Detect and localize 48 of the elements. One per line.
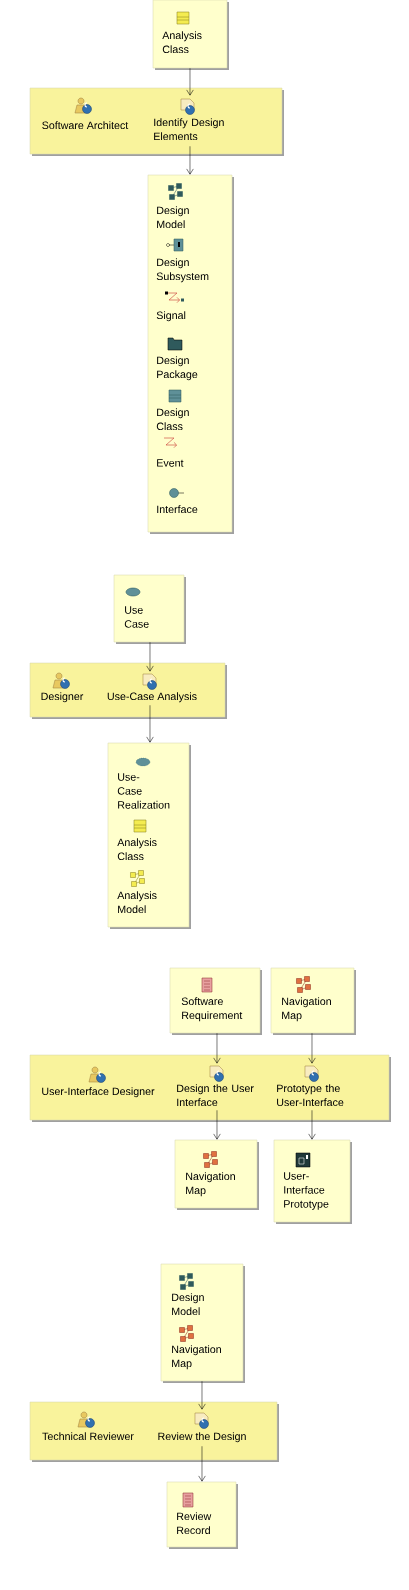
artifact-box	[147, 174, 234, 534]
arrow	[146, 642, 154, 672]
arrow	[146, 705, 154, 743]
artifact-label: Event	[157, 459, 184, 467]
artifact-label: Design Model	[172, 1293, 204, 1316]
role-label: User-Interface Designer	[42, 1087, 155, 1098]
artifact-label: Design Package	[157, 356, 198, 381]
artifact-label: User-Interface Prototype	[284, 1172, 329, 1210]
artifact-label: Use Case	[124, 606, 149, 628]
artifact-label: Navigation Map	[282, 997, 331, 1022]
artifact-label: Review Record	[177, 1512, 212, 1535]
arrow	[213, 1033, 221, 1064]
artifact-box	[169, 967, 262, 1035]
activity-label: Review the Design	[158, 1432, 246, 1443]
artifact-label: Interface	[157, 505, 198, 514]
role-label: Software Architect	[42, 121, 129, 130]
role-label: Technical Reviewer	[42, 1432, 134, 1441]
artifact-label: Signal	[156, 311, 186, 322]
artifact-label: Software Requirement	[181, 997, 243, 1022]
artifact-box	[152, 0, 229, 70]
arrow	[213, 1110, 221, 1140]
artifact-label: Design Class	[156, 408, 189, 431]
artifact-box	[160, 1263, 245, 1383]
artifact-label: Use-Case Realization	[117, 773, 170, 809]
role-label: Designer	[41, 692, 84, 703]
arrow	[198, 1381, 206, 1410]
activity-label: Prototype the User-Interface	[277, 1084, 344, 1107]
artifact-label: Navigation Map	[186, 1172, 235, 1197]
artifact-label: Analysis Class	[162, 31, 202, 54]
artifact-label: Design Model	[157, 206, 189, 229]
arrow	[186, 146, 194, 175]
artifact-box	[166, 1481, 238, 1549]
arrow	[186, 68, 194, 96]
artifact-box	[107, 742, 191, 929]
artifact-box	[174, 1139, 259, 1210]
arrow	[308, 1110, 316, 1140]
artifact-label: Analysis Model	[117, 891, 157, 914]
arrow	[198, 1446, 206, 1482]
activity-label: Identify Design Elements	[154, 118, 224, 141]
artifact-label: Design Subsystem	[156, 258, 209, 283]
artifact-label: Navigation Map	[172, 1345, 221, 1370]
artifact-box	[113, 574, 186, 644]
artifact-label: Analysis Class	[117, 838, 157, 861]
arrow	[308, 1033, 316, 1064]
artifact-box	[270, 967, 356, 1035]
activity-label: Design the User Interface	[177, 1084, 254, 1107]
artifact-box	[273, 1139, 352, 1224]
activity-label: Use-Case Analysis	[107, 692, 197, 703]
